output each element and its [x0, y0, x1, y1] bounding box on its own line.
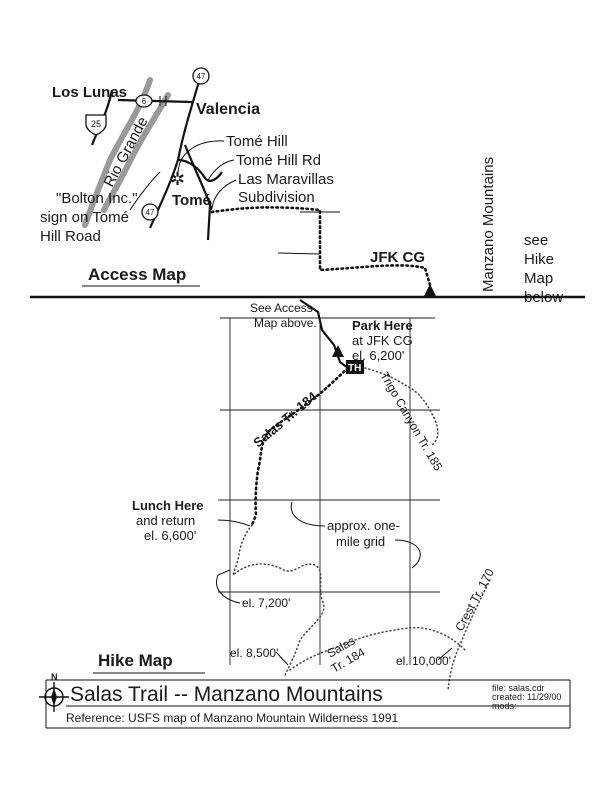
manzano-mountains-label: Manzano Mountains — [480, 157, 497, 292]
tome-road-south — [183, 144, 212, 241]
grid-leader-left — [290, 501, 326, 527]
salas-trail-upper — [289, 627, 466, 671]
file-name: file: salas.cdr — [492, 683, 545, 693]
route-to-jfk — [208, 200, 432, 287]
created-date: created: 11/29/00 — [492, 692, 561, 702]
tome-hill-label: Tomé Hill — [226, 133, 288, 150]
svg-text:47: 47 — [197, 72, 206, 81]
tome-hill-road — [177, 158, 223, 182]
salas-trail-continuation — [231, 524, 325, 676]
route-6-shield: 6 — [135, 94, 153, 108]
bolton-label-line-1: "Bolton Inc." — [56, 190, 138, 207]
el-10000-leader — [437, 647, 453, 661]
grid-leader-right — [394, 539, 421, 569]
access-road-west — [277, 252, 321, 255]
park-here-label: Park Here — [352, 318, 413, 333]
park-at-label: at JFK CG — [352, 333, 413, 348]
el-8500-leader — [275, 651, 289, 666]
see-hike-line-1: see — [524, 232, 548, 249]
highway-6 — [117, 98, 193, 104]
tome-label: Tomé — [172, 192, 211, 209]
trailhead-access-road — [299, 299, 349, 369]
rio-grande-river-branch — [101, 92, 171, 213]
tome-hill-rd-label: Tomé Hill Rd — [236, 152, 321, 169]
mods-label: mods: — [492, 701, 517, 711]
crest-trail-label: Crest Tr. 170 — [452, 566, 497, 634]
las-maravillas-label: Las Maravillas — [238, 171, 334, 188]
footer-title: Salas Trail -- Manzano Mountains — [70, 683, 383, 706]
hike-map-title: Hike Map — [98, 651, 173, 670]
tome-hill-leader — [177, 140, 225, 173]
bolton-label-line-2: sign on Tomé — [40, 209, 129, 226]
jfk-cg-label: JFK CG — [370, 249, 425, 266]
campground-tent-icon — [424, 284, 436, 296]
interstate-25-shield: 25 — [85, 114, 107, 136]
subdivision-label: Subdivision — [238, 189, 315, 206]
lunch-return-label: and return — [136, 513, 195, 528]
see-hike-line-2: Hike — [524, 251, 554, 268]
los-lunas-label: Los Lunas — [52, 84, 127, 101]
see-hike-line-3: Map — [524, 270, 553, 287]
grid-label-line-2: mile grid — [336, 534, 385, 549]
tome-hill-rd-leader — [207, 159, 235, 181]
el-7200-label: el. 7,200' — [242, 596, 290, 610]
footer: N Salas Trail -- Manzano Mountains Refer… — [39, 672, 571, 729]
el-8500-label: el. 8,500' — [230, 646, 278, 660]
see-access-line-1: See Access — [250, 301, 313, 315]
see-access-line-2: Map above. — [254, 316, 317, 330]
footer-reference: Reference: USFS map of Manzano Mountain … — [66, 711, 398, 725]
valencia-label: Valencia — [196, 101, 260, 118]
svg-text:47: 47 — [146, 208, 155, 217]
highway-6-bridge — [159, 96, 167, 106]
lunch-here-label: Lunch Here — [132, 498, 204, 513]
lunch-leader — [217, 519, 251, 527]
crest-trail-170 — [447, 579, 491, 691]
bolton-label-line-3: Hill Road — [40, 228, 101, 245]
lunch-el-label: el. 6,600' — [144, 528, 196, 543]
svg-text:25: 25 — [91, 119, 101, 129]
access-map: Rio Grande 47 6 25 47 ✲ Lo — [40, 67, 563, 306]
compass-rose-icon: N — [39, 672, 69, 712]
grid-label-line-1: approx. one- — [327, 518, 400, 533]
park-tent-icon — [332, 345, 344, 357]
las-maravillas-leader — [211, 179, 237, 209]
route-47-south-shield: 47 — [141, 203, 159, 221]
svg-text:TH: TH — [348, 363, 361, 374]
route-47-north-shield: 47 — [192, 67, 210, 85]
park-el-label: el. 6,200' — [352, 348, 404, 363]
salas-trail-184 — [250, 366, 350, 527]
el-10000-label: el. 10,000' — [396, 654, 451, 668]
access-map-title: Access Map — [88, 265, 186, 284]
svg-text:N: N — [51, 672, 58, 682]
salas-trail-label: Salas Tr. 184 — [250, 388, 320, 450]
mile-grid — [218, 317, 440, 665]
trailhead-marker: TH — [346, 360, 364, 374]
bolton-leader — [129, 171, 161, 211]
tome-hill-star-icon: ✲ — [170, 169, 185, 189]
el-7200-leader — [216, 569, 241, 604]
svg-text:6: 6 — [142, 97, 147, 106]
hike-map: TH See Access Map above. Park Here at JF… — [93, 299, 497, 691]
